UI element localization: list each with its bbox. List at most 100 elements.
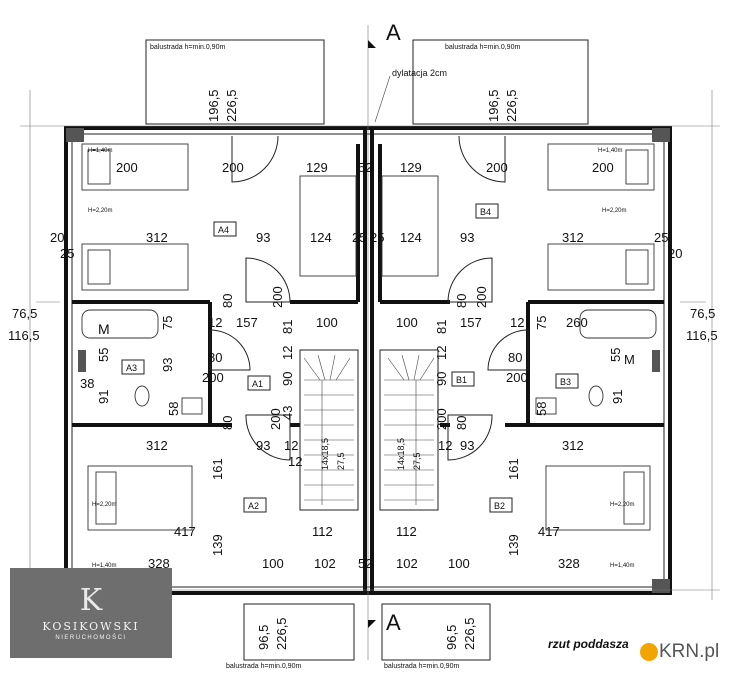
dimension-label: 200 bbox=[222, 160, 244, 175]
dimension-label: 124 bbox=[310, 230, 332, 245]
dimension-label: 124 bbox=[400, 230, 422, 245]
dim-116-left: 116,5 bbox=[8, 328, 40, 343]
dimension-label: 112 bbox=[312, 524, 333, 539]
kosikowski-logo: K KOSIKOWSKI NIERUCHOMOŚCI bbox=[10, 568, 172, 658]
dimension-label: 93 bbox=[460, 230, 474, 245]
dimension-label: 20 bbox=[668, 246, 682, 261]
dimension-label: 200 bbox=[506, 370, 528, 385]
dimension-label: 55 bbox=[608, 348, 623, 362]
dimension-label: 91 bbox=[610, 390, 625, 404]
dimension-label: H=2,20m bbox=[92, 502, 117, 508]
dimension-label: 200 bbox=[434, 408, 449, 430]
dimension-label: 52 bbox=[358, 160, 372, 175]
bathtub-a3 bbox=[81, 309, 159, 339]
stairs-tread-left: 27,5 bbox=[336, 452, 346, 470]
dimension-label: 12 bbox=[438, 438, 452, 453]
room-b3: B3 bbox=[560, 377, 571, 387]
dimension-label: H=1,40m bbox=[598, 148, 623, 154]
dimension-label: 139 bbox=[506, 534, 521, 556]
dimension-label: 90 bbox=[280, 372, 295, 386]
dimension-label: 200 bbox=[268, 408, 283, 430]
room-a4: A4 bbox=[218, 225, 229, 235]
dimension-label: 80 bbox=[220, 416, 235, 430]
balcony-top-left bbox=[145, 39, 325, 125]
section-marker-bottom: A bbox=[386, 610, 401, 635]
dimension-label: 20 bbox=[50, 230, 64, 245]
dimension-label: 12 bbox=[280, 346, 295, 360]
dim-76-left: 76,5 bbox=[12, 306, 37, 321]
dim-226-right: 226,5 bbox=[504, 89, 519, 122]
logo-mark: K bbox=[79, 583, 103, 618]
dimension-label: 93 bbox=[256, 230, 270, 245]
room-b1: B1 bbox=[456, 375, 467, 385]
expansion-joint-label: dylatacja 2cm bbox=[392, 68, 447, 78]
desk-b4 bbox=[381, 175, 439, 277]
dimension-label: 161 bbox=[506, 458, 521, 480]
dimension-label: 157 bbox=[236, 315, 258, 330]
dimension-label: 12 bbox=[284, 438, 298, 453]
dimension-label: 81 bbox=[434, 320, 449, 334]
dimension-label: 312 bbox=[562, 230, 584, 245]
dimension-label: 80 bbox=[220, 294, 235, 308]
dimension-label: 90 bbox=[434, 372, 449, 386]
dimension-label: 81 bbox=[280, 320, 295, 334]
dimension-label: 93 bbox=[460, 438, 474, 453]
dimension-label: 200 bbox=[116, 160, 138, 175]
bathtub-b3 bbox=[579, 309, 657, 339]
dim-96-bottom-right: 96,5 bbox=[444, 625, 459, 650]
stair-well-right bbox=[379, 349, 439, 511]
balcony-top-right bbox=[412, 39, 589, 125]
balustrade-label-bottom-left: balustrada h=min.0,90m bbox=[226, 663, 301, 670]
dimension-label: 80 bbox=[208, 350, 222, 365]
dim-76-right: 76,5 bbox=[690, 306, 715, 321]
dim-226-bottom-left: 226,5 bbox=[274, 617, 289, 650]
krn-dot-icon bbox=[640, 643, 658, 661]
dimension-label: 112 bbox=[396, 524, 417, 539]
dim-226-left: 226,5 bbox=[224, 89, 239, 122]
dimension-label: 55 bbox=[96, 348, 111, 362]
dimension-label: 102 bbox=[396, 556, 418, 571]
dimension-label: 12 bbox=[208, 315, 222, 330]
dimension-label: 93 bbox=[256, 438, 270, 453]
stairs-tread-right: 27,5 bbox=[412, 452, 422, 470]
room-a1: A1 bbox=[252, 379, 263, 389]
balcony-bottom-right bbox=[381, 603, 491, 661]
balustrade-label-top-left: balustrada h=min.0,90m bbox=[150, 44, 225, 51]
desk-a4 bbox=[299, 175, 357, 277]
dimension-label: 328 bbox=[148, 556, 170, 571]
dimension-label: H=2,20m bbox=[88, 208, 113, 214]
bath-mark-right: M bbox=[624, 352, 635, 367]
logo-subtitle: NIERUCHOMOŚCI bbox=[55, 635, 127, 641]
dimension-label: 200 bbox=[592, 160, 614, 175]
krn-watermark: KRN.pl bbox=[640, 640, 736, 670]
dim-116-right: 116,5 bbox=[686, 328, 718, 343]
dimension-label: 52 bbox=[358, 556, 372, 571]
room-a3: A3 bbox=[126, 363, 137, 373]
stairs-count-right: 14x18,5 bbox=[396, 438, 406, 470]
krn-text: KRN.pl bbox=[659, 641, 720, 662]
dimension-label: 58 bbox=[534, 402, 549, 416]
room-b4: B4 bbox=[480, 207, 491, 217]
dimension-label: 157 bbox=[460, 315, 482, 330]
dimension-label: 417 bbox=[174, 524, 196, 539]
dimension-label: 200 bbox=[486, 160, 508, 175]
stair-well-left bbox=[299, 349, 359, 511]
bath-mark-left: M bbox=[98, 321, 110, 337]
dimension-label: 43 bbox=[280, 406, 295, 420]
dimension-label: 200 bbox=[474, 286, 489, 308]
dimension-label: 328 bbox=[558, 556, 580, 571]
dimension-label: 12 bbox=[434, 346, 449, 360]
dimension-label: 91 bbox=[96, 390, 111, 404]
dimension-label: H=1,40m bbox=[92, 563, 117, 569]
stairs-count-left: 14x18,5 bbox=[320, 438, 330, 470]
drawing-title: rzut poddasza bbox=[548, 637, 629, 651]
dimension-label: H=2,20m bbox=[602, 208, 627, 214]
dimension-label: 139 bbox=[210, 534, 225, 556]
dimension-label: 200 bbox=[270, 286, 285, 308]
dimension-label: 25 bbox=[352, 230, 366, 245]
balustrade-label-top-right: balustrada h=min.0,90m bbox=[445, 44, 520, 51]
dimension-label: 80 bbox=[454, 416, 469, 430]
logo-name: KOSIKOWSKI bbox=[42, 620, 140, 633]
dimension-label: H=2,20m bbox=[610, 502, 635, 508]
